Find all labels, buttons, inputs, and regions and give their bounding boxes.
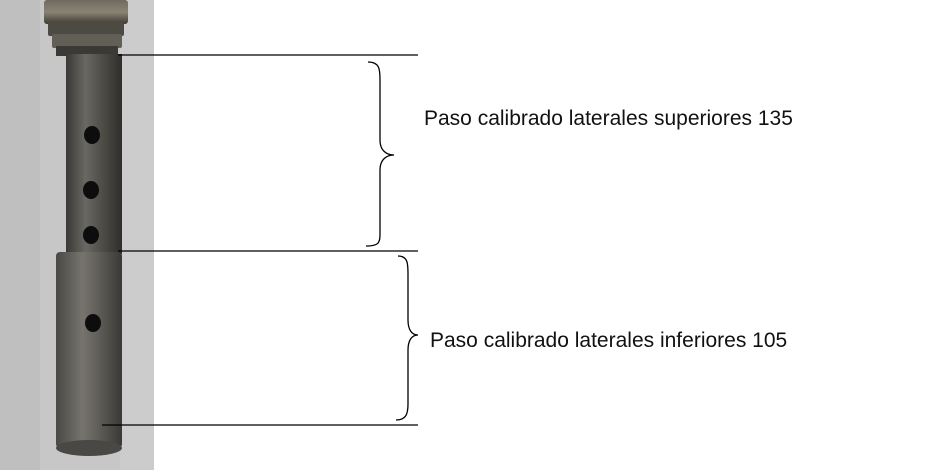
lower-brace bbox=[395, 255, 419, 421]
upper-annotation-label: Paso calibrado laterales superiores 135 bbox=[424, 107, 793, 130]
lower-annotation-label: Paso calibrado laterales inferiores 105 bbox=[430, 329, 788, 352]
jet-hole bbox=[85, 314, 101, 332]
jet-hole bbox=[83, 181, 99, 199]
jet-lower-body bbox=[56, 252, 122, 448]
jet-head bbox=[44, 0, 128, 56]
jet-upper-tube bbox=[66, 54, 122, 254]
upper-brace bbox=[365, 61, 395, 247]
jet-hole bbox=[83, 226, 99, 244]
jet-hole bbox=[84, 126, 100, 144]
